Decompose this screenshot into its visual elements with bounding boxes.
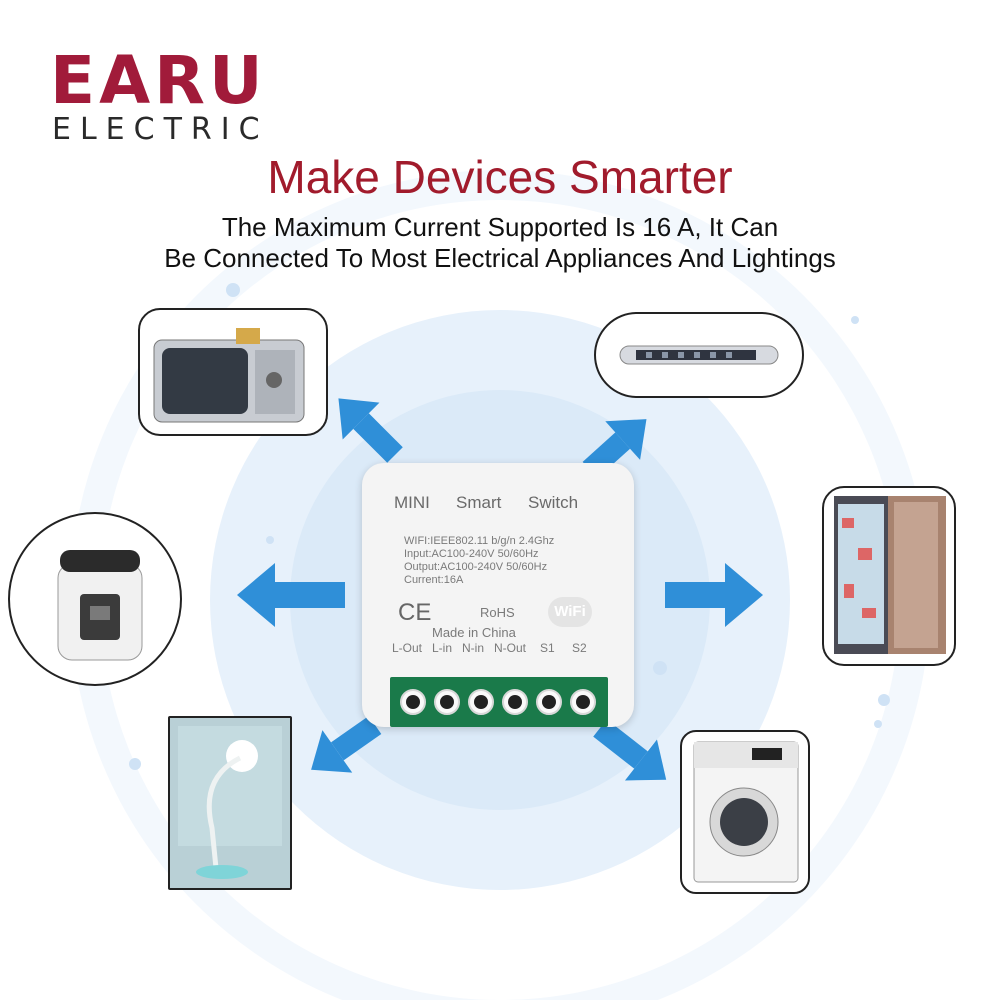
terminal-label-s2: S2 bbox=[572, 641, 587, 655]
terminal-label-n-out: N-Out bbox=[494, 641, 527, 655]
subheadline-line-1: The Maximum Current Supported Is 16 A, I… bbox=[221, 212, 779, 242]
wifi-badge: WiFi bbox=[548, 597, 592, 627]
arrow-right bbox=[665, 563, 763, 627]
terminal-label-n-in: N-in bbox=[462, 641, 485, 655]
washing-machine-image bbox=[680, 730, 810, 894]
led-light-bar-image bbox=[594, 312, 804, 398]
device-label-mini: MINI bbox=[394, 493, 430, 512]
subheadline-line-2: Be Connected To Most Electrical Applianc… bbox=[164, 243, 836, 273]
microwave-oven-image bbox=[138, 308, 328, 436]
arrow-down-left bbox=[311, 715, 382, 773]
brand-subtitle: ELECTRIC bbox=[52, 112, 269, 147]
terminal-block bbox=[390, 677, 608, 727]
terminal-screw bbox=[570, 689, 596, 715]
desk-lamp-image bbox=[168, 716, 292, 890]
mini-smart-switch: MINI Smart Switch WIFI:IEEE802.11 b/g/n … bbox=[362, 463, 634, 727]
rohs-mark: RoHS bbox=[480, 605, 515, 620]
device-label-switch: Switch bbox=[528, 493, 579, 512]
wifi-icon: WiFi bbox=[554, 603, 586, 620]
spec-current: Current:16A bbox=[404, 574, 464, 586]
headline: Make Devices Smarter bbox=[267, 151, 733, 203]
terminal-screw bbox=[502, 689, 528, 715]
terminal-label-s1: S1 bbox=[540, 641, 555, 655]
terminal-screw bbox=[434, 689, 460, 715]
spec-output: Output:AC100-240V 50/60Hz bbox=[404, 561, 548, 573]
terminal-label-l-out: L-Out bbox=[392, 641, 423, 655]
terminal-screw bbox=[468, 689, 494, 715]
spec-input: Input:AC100-240V 50/60Hz bbox=[404, 548, 539, 560]
rice-cooker-image bbox=[8, 512, 182, 686]
brand-name: EARU bbox=[50, 42, 267, 119]
arrow-down-right bbox=[593, 719, 667, 781]
arrow-up-left bbox=[338, 398, 403, 463]
terminal-label-l-in: L-in bbox=[432, 641, 453, 655]
terminal-screw bbox=[400, 689, 426, 715]
spec-wifi: WIFI:IEEE802.11 b/g/n 2.4Ghz bbox=[404, 535, 555, 547]
arrow-left bbox=[237, 563, 345, 627]
refrigerator-image bbox=[822, 486, 956, 666]
made-in-label: Made in China bbox=[432, 625, 516, 640]
brand-logo: EARU ELECTRIC bbox=[50, 48, 269, 146]
ce-mark: CE bbox=[398, 599, 432, 626]
terminal-screw bbox=[536, 689, 562, 715]
device-label-smart: Smart bbox=[456, 493, 502, 512]
